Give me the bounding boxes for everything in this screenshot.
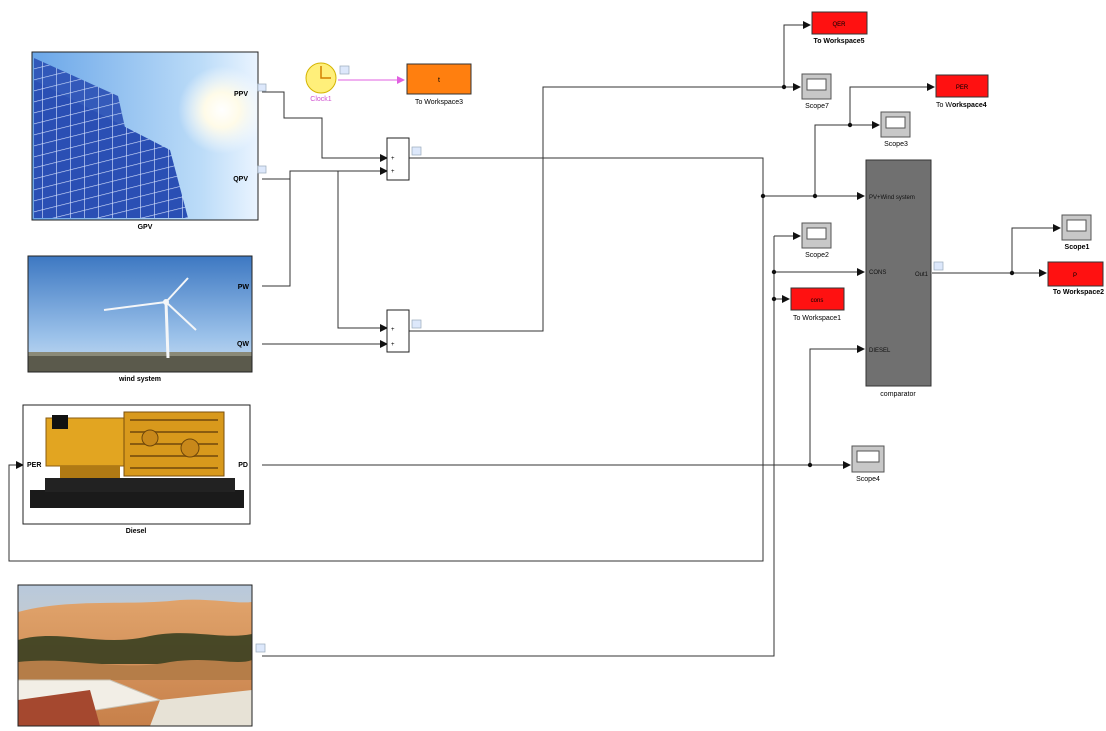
diesel-generator-image <box>30 411 244 508</box>
to-workspace5-name: To Workspace5 <box>813 38 864 45</box>
to-workspace4-name-a: To W <box>936 102 952 109</box>
signal-lines <box>8 21 1061 657</box>
scope-icon <box>806 227 827 240</box>
scope2-name: Scope2 <box>805 252 829 259</box>
signal-label-tag <box>411 319 422 329</box>
to-workspace4-block[interactable]: PER To W orkspace4 <box>935 74 989 109</box>
scope-icon <box>806 78 827 91</box>
comparator-block[interactable]: PV+Wind system CONS DIESEL Out1 comparat… <box>865 159 932 398</box>
scope3-name: Scope3 <box>884 141 908 148</box>
clock-block[interactable]: Clock1 <box>305 62 337 103</box>
scope1-block[interactable]: Scope1 <box>1061 214 1092 251</box>
to-workspace1-var: cons <box>811 298 824 304</box>
port-qpv-label: QPV <box>233 176 248 183</box>
comparator-name: comparator <box>880 391 916 398</box>
to-workspace4-var: PER <box>956 85 969 91</box>
clock-block-name: Clock1 <box>310 96 332 103</box>
scope4-name: Scope4 <box>856 476 880 483</box>
clock-icon <box>320 66 331 79</box>
scope-icon <box>1066 219 1087 232</box>
sum-block-1[interactable]: + + <box>386 137 410 181</box>
wind-block-name: wind system <box>118 376 161 383</box>
diesel-block[interactable]: PER PD Diesel <box>22 404 251 535</box>
signal-label-tag <box>411 146 422 156</box>
gpv-block-name: GPV <box>138 224 153 231</box>
port-pd-label: PD <box>238 462 248 469</box>
scope4-block[interactable]: Scope4 <box>851 445 885 483</box>
wind-turbine-image <box>103 277 197 359</box>
scope7-block[interactable]: Scope7 <box>801 73 832 110</box>
port-per-label: PER <box>27 462 41 469</box>
signal-label-tag <box>255 643 266 653</box>
signal-label-tag <box>339 65 350 75</box>
comparator-port-cons: CONS <box>869 270 886 276</box>
signal-label-tag <box>933 261 944 271</box>
sum2-sign-2: + <box>391 342 395 348</box>
signal-label-tag <box>257 165 267 174</box>
to-workspace3-name: To Workspace3 <box>415 99 463 106</box>
to-workspace3-var: t <box>438 77 440 84</box>
ground <box>28 355 252 372</box>
to-workspace1-block[interactable]: cons To Workspace1 <box>790 287 845 322</box>
gpv-block[interactable]: PPV QPV GPV <box>31 51 266 231</box>
diesel-block-name: Diesel <box>126 528 147 535</box>
to-workspace4-name-b: orkspace4 <box>952 102 987 109</box>
sum1-sign-2: + <box>391 169 395 175</box>
sum1-sign-1: + <box>391 156 395 162</box>
comparator-port-out1: Out1 <box>915 272 929 278</box>
scope1-name: Scope1 <box>1065 244 1090 251</box>
to-workspace3-block[interactable]: t To Workspace3 <box>406 63 472 106</box>
scope-icon <box>856 450 880 463</box>
scope3-block[interactable]: Scope3 <box>880 111 911 148</box>
port-qw-label: QW <box>237 341 249 348</box>
to-workspace2-name: To Workspace2 <box>1053 289 1104 296</box>
sum-block-2[interactable]: + + <box>386 309 410 353</box>
scope7-name: Scope7 <box>805 103 829 110</box>
signal-label-tag <box>257 83 267 92</box>
scope2-block[interactable]: Scope2 <box>801 222 832 259</box>
wind-system-block[interactable]: PW QW wind system <box>27 255 253 383</box>
sum2-sign-1: + <box>391 327 395 333</box>
comparator-port-diesel: DIESEL <box>869 348 891 354</box>
branch-points <box>760 84 1015 468</box>
port-ppv-label: PPV <box>234 91 248 98</box>
to-workspace2-block[interactable]: P To Workspace2 <box>1047 261 1104 296</box>
comparator-port-pv-wind: PV+Wind system <box>869 195 915 201</box>
to-workspace5-block[interactable]: QER To Workspace5 <box>811 11 868 45</box>
to-workspace2-var: P <box>1073 273 1077 279</box>
sun-glare <box>178 66 266 154</box>
to-workspace1-name: To Workspace1 <box>793 315 841 322</box>
load-block[interactable] <box>17 584 253 727</box>
scope-icon <box>885 116 906 129</box>
port-pw-label: PW <box>238 284 250 291</box>
to-workspace5-var: QER <box>832 22 846 28</box>
